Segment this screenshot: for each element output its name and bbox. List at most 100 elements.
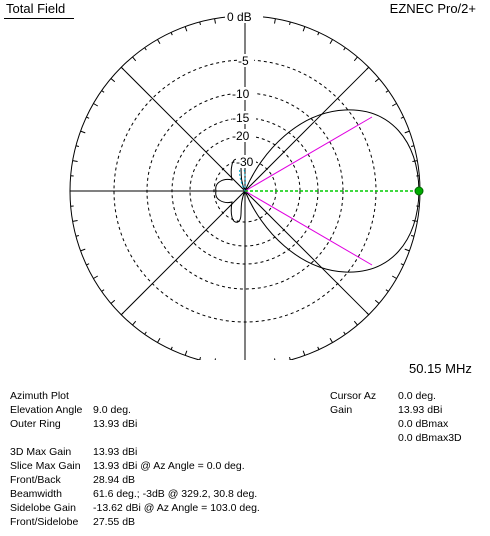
ring-label-minus-5: -5	[238, 54, 249, 68]
info-value-outer-ring: 13.93 dBi	[93, 418, 138, 430]
ring-tick	[274, 18, 276, 24]
info-label-slice-max-gain: Slice Max Gain	[10, 460, 81, 472]
ring-tick	[353, 56, 358, 62]
info-label-front-sidelobe: Front/Sidelobe	[10, 516, 79, 528]
ring-tick	[353, 320, 358, 326]
frequency-label: 50.15 MHz	[409, 361, 472, 376]
ring-tick	[170, 32, 173, 36]
label-bg-0db	[225, 8, 263, 23]
ring-tick	[317, 32, 320, 36]
ring-tick	[144, 47, 147, 51]
info-value-gain-dbmax: 0.0 dBmax	[398, 418, 449, 430]
app-brand: EZNEC Pro/2+	[389, 1, 476, 16]
ring-label-minus-20: -20	[232, 129, 250, 143]
ring-tick	[400, 116, 404, 119]
ring-tick	[317, 346, 320, 350]
ring-tick	[214, 18, 216, 24]
ring-tick	[86, 263, 90, 266]
info-label-beamwidth: Beamwidth	[10, 488, 62, 500]
ring-tick	[411, 145, 415, 147]
cursor-dot[interactable]	[414, 186, 424, 196]
ring-tick	[214, 358, 216, 360]
ring-tick	[101, 90, 105, 93]
ring-tick	[302, 350, 306, 356]
label-bg-30	[236, 155, 256, 168]
info-value-front-sidelobe: 27.55 dB	[93, 516, 136, 528]
label-bg-5	[238, 54, 254, 67]
label-bg-20	[232, 129, 256, 142]
info-value-beamwidth: 61.6 deg.; -3dB @ 329.2, 30.8 deg.	[93, 488, 258, 500]
ring-tick	[404, 130, 410, 134]
ring-tick	[72, 220, 78, 222]
info-value-sidelobe-gain: -13.62 dBi @ Az Angle = 103.0 deg.	[93, 502, 260, 514]
info-value-front-back: 28.94 dB	[93, 474, 136, 486]
plot-title: Total Field	[6, 1, 66, 16]
ring-tick	[75, 235, 79, 237]
info-value-slice-max-gain: 13.93 dBi @ Az Angle = 0.0 deg.	[93, 460, 245, 472]
beamwidth-line-lower	[244, 190, 373, 266]
ring-tick	[400, 263, 404, 266]
info-label-front-back: Front/Back	[10, 474, 61, 486]
ring-tick	[366, 66, 370, 70]
ring-tick	[343, 47, 346, 51]
ring-tick	[144, 331, 147, 335]
ring-tick	[157, 39, 161, 45]
ring-tick	[366, 312, 370, 316]
ring-tick	[411, 235, 415, 237]
ring-tick	[385, 90, 389, 93]
ring-tick	[289, 21, 291, 25]
ring-tick	[80, 248, 86, 252]
info-label-gain: Gain	[330, 404, 353, 416]
info-label-cursor-az: Cursor Az	[330, 390, 377, 402]
ring-tick	[391, 275, 397, 279]
ring-tick	[157, 337, 161, 343]
ring-tick	[289, 357, 291, 360]
ring-tick	[93, 275, 99, 279]
ring-tick	[72, 160, 78, 162]
info-value-cursor-az: 0.0 deg.	[398, 390, 436, 402]
ring-tick	[274, 358, 276, 360]
ring-tick	[132, 320, 137, 326]
info-value-gain-dbi: 13.93 dBi	[398, 404, 443, 416]
ring-tick	[184, 350, 188, 356]
ring-tick	[170, 346, 173, 350]
ring-tick	[101, 289, 105, 292]
info-value-gain-dbmax3d: 0.0 dBmax3D	[398, 432, 462, 444]
title-underline	[4, 18, 74, 19]
ring-tick	[404, 248, 410, 252]
ring-label-minus-15: -15	[232, 111, 250, 125]
info-label-plot-type: Azimuth Plot	[10, 390, 69, 402]
ring-tick	[86, 116, 90, 119]
ring-tick	[329, 337, 333, 343]
ring-tick	[374, 299, 380, 304]
info-label-outer-ring: Outer Ring	[10, 418, 61, 430]
ring-label-minus-10: -10	[232, 87, 250, 101]
ring-label-minus-30: -30	[236, 155, 254, 169]
ring-tick	[329, 39, 333, 45]
ring-tick	[199, 357, 201, 360]
ring-tick	[110, 299, 116, 304]
ring-tick	[391, 103, 397, 107]
info-label-3d-max-gain: 3D Max Gain	[10, 446, 72, 458]
beamwidth-line-upper	[244, 116, 373, 192]
azimuth-plot[interactable]: 0 dB -5 -10 -15 -20 -30	[0, 0, 490, 360]
inner-lobe	[239, 165, 246, 193]
ring-label-0db: 0 dB	[227, 10, 252, 24]
ring-tick	[110, 78, 116, 83]
ring-tick	[120, 66, 124, 70]
ring-tick	[184, 26, 188, 32]
ring-tick	[199, 21, 201, 25]
info-label-sidelobe-gain: Sidelobe Gain	[10, 502, 76, 514]
ring-tick	[80, 130, 86, 134]
ring-tick	[132, 56, 137, 62]
label-bg-15	[232, 111, 256, 124]
ring-tick	[385, 289, 389, 292]
ring-tick	[75, 145, 79, 147]
info-label-elevation: Elevation Angle	[10, 404, 83, 416]
info-value-3d-max-gain: 13.93 dBi	[93, 446, 138, 458]
label-bg-10	[232, 87, 256, 100]
info-value-elevation: 9.0 deg.	[93, 404, 131, 416]
ring-tick	[93, 103, 99, 107]
ring-tick	[302, 26, 306, 32]
ring-tick	[343, 331, 346, 335]
